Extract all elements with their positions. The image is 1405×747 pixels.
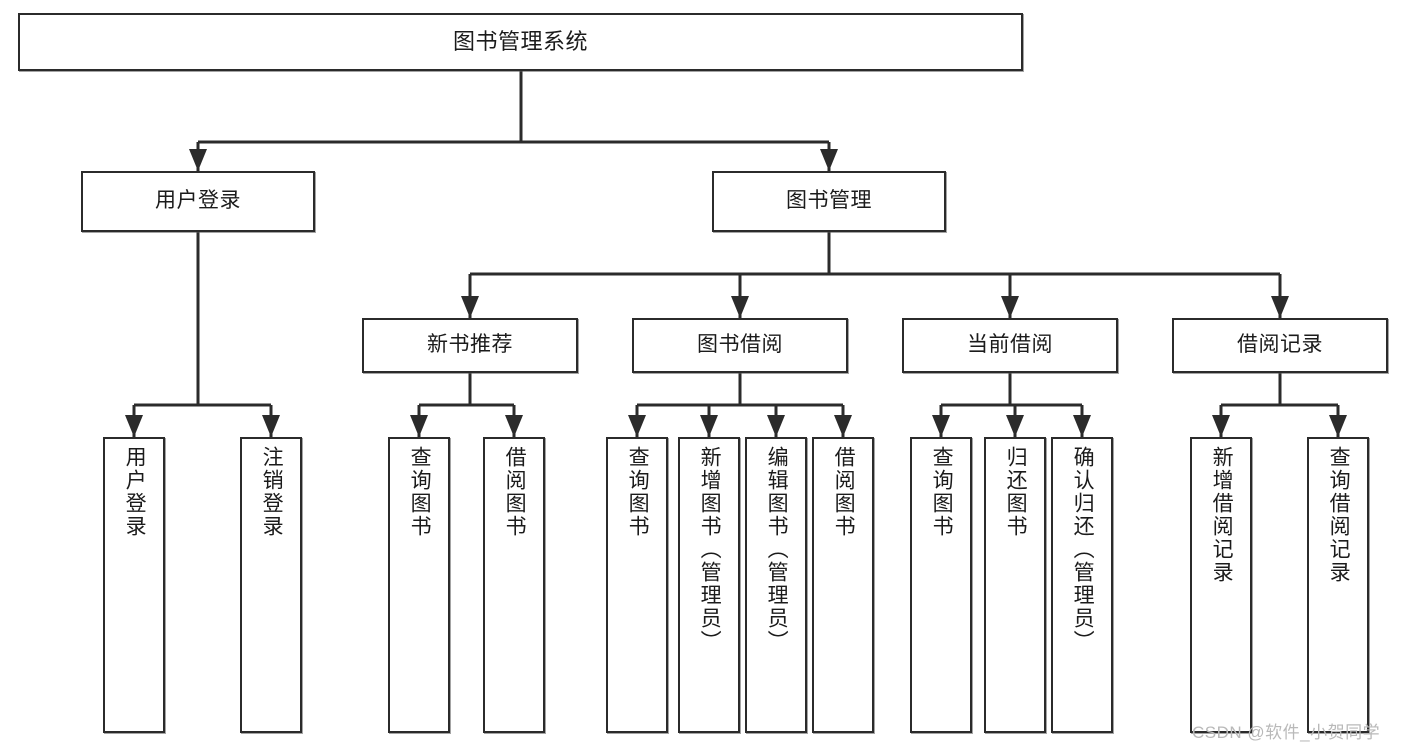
node-leaf-query-book-3[interactable]: 查询图书 bbox=[910, 437, 972, 733]
node-leaf-add-book[interactable]: 新增图书（管理员） bbox=[678, 437, 740, 733]
node-label: 新增借阅记录 bbox=[1210, 446, 1234, 584]
node-leaf-borrow-book-1[interactable]: 借阅图书 bbox=[483, 437, 545, 733]
arrowhead-leaf-query-book-2 bbox=[628, 415, 646, 437]
arrowhead-leaf-logout bbox=[262, 415, 280, 437]
arrowhead-book-borrow bbox=[731, 296, 749, 318]
node-label: 借阅图书 bbox=[832, 446, 856, 538]
arrowhead-new-book-rec bbox=[461, 296, 479, 318]
node-label: 用户登录 bbox=[155, 189, 241, 213]
node-label: 归还图书 bbox=[1004, 446, 1028, 538]
node-leaf-edit-book[interactable]: 编辑图书（管理员） bbox=[745, 437, 807, 733]
node-label: 当前借阅 bbox=[967, 333, 1053, 357]
arrowhead-leaf-query-record bbox=[1329, 415, 1347, 437]
node-label: 新增图书（管理员） bbox=[698, 446, 722, 653]
node-leaf-query-book-1[interactable]: 查询图书 bbox=[388, 437, 450, 733]
node-label: 借阅记录 bbox=[1237, 333, 1323, 357]
node-label: 查询图书 bbox=[408, 446, 432, 538]
arrowhead-leaf-edit-book bbox=[767, 415, 785, 437]
node-current-borrow[interactable]: 当前借阅 bbox=[902, 318, 1118, 373]
node-leaf-return-book[interactable]: 归还图书 bbox=[984, 437, 1046, 733]
node-book-borrow[interactable]: 图书借阅 bbox=[632, 318, 848, 373]
arrowhead-book-manage bbox=[820, 149, 838, 171]
node-new-book-rec[interactable]: 新书推荐 bbox=[362, 318, 578, 373]
arrowhead-leaf-confirm-return bbox=[1073, 415, 1091, 437]
node-label: 图书管理系统 bbox=[452, 29, 588, 55]
node-label: 新书推荐 bbox=[427, 333, 513, 357]
arrowhead-current-borrow bbox=[1001, 296, 1019, 318]
node-label: 注销登录 bbox=[260, 446, 284, 538]
node-leaf-logout[interactable]: 注销登录 bbox=[240, 437, 302, 733]
node-label: 借阅图书 bbox=[503, 446, 527, 538]
node-label: 查询图书 bbox=[626, 446, 650, 538]
arrowhead-user-login bbox=[189, 149, 207, 171]
node-label: 图书管理 bbox=[786, 189, 872, 213]
arrowhead-leaf-user-login bbox=[125, 415, 143, 437]
arrowhead-leaf-add-book bbox=[700, 415, 718, 437]
node-label: 查询图书 bbox=[930, 446, 954, 538]
node-borrow-record[interactable]: 借阅记录 bbox=[1172, 318, 1388, 373]
arrowhead-leaf-query-book-3 bbox=[932, 415, 950, 437]
node-leaf-user-login[interactable]: 用户登录 bbox=[103, 437, 165, 733]
node-label: 图书借阅 bbox=[697, 333, 783, 357]
node-root[interactable]: 图书管理系统 bbox=[18, 13, 1023, 71]
node-leaf-confirm-return[interactable]: 确认归还（管理员） bbox=[1051, 437, 1113, 733]
node-label: 编辑图书（管理员） bbox=[765, 446, 789, 653]
arrowhead-leaf-query-book-1 bbox=[410, 415, 428, 437]
arrowhead-borrow-record bbox=[1271, 296, 1289, 318]
node-label: 用户登录 bbox=[123, 446, 147, 538]
node-label: 确认归还（管理员） bbox=[1071, 446, 1095, 653]
arrowhead-leaf-borrow-book-2 bbox=[834, 415, 852, 437]
node-leaf-query-book-2[interactable]: 查询图书 bbox=[606, 437, 668, 733]
watermark: CSDN @软件_小贺同学 bbox=[1192, 723, 1381, 742]
node-book-manage[interactable]: 图书管理 bbox=[712, 171, 946, 232]
node-leaf-query-record[interactable]: 查询借阅记录 bbox=[1307, 437, 1369, 733]
node-leaf-borrow-book-2[interactable]: 借阅图书 bbox=[812, 437, 874, 733]
node-user-login[interactable]: 用户登录 bbox=[81, 171, 315, 232]
node-leaf-add-record[interactable]: 新增借阅记录 bbox=[1190, 437, 1252, 733]
arrowhead-leaf-return-book bbox=[1006, 415, 1024, 437]
node-label: 查询借阅记录 bbox=[1327, 446, 1351, 584]
arrowhead-leaf-borrow-book-1 bbox=[505, 415, 523, 437]
arrowhead-leaf-add-record bbox=[1212, 415, 1230, 437]
